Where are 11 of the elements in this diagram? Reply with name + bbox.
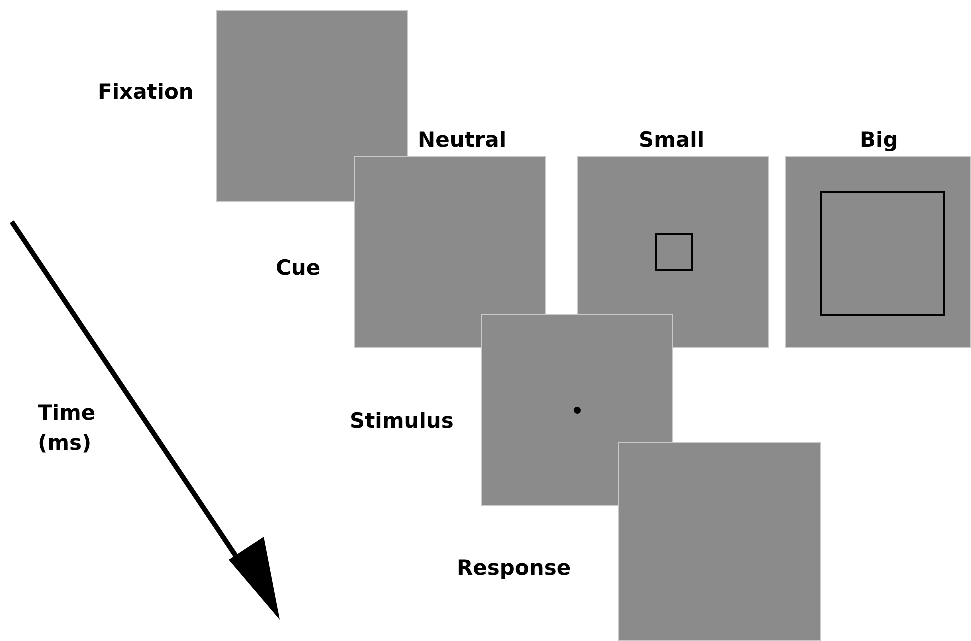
screen-label: Stimulus xyxy=(350,409,454,433)
fixation-dot xyxy=(574,407,581,414)
cue-frame xyxy=(820,191,945,316)
screen-heading: Small xyxy=(639,128,705,152)
axis-label: Time (ms) xyxy=(38,400,97,457)
screen-label: Fixation xyxy=(98,80,194,104)
screen-heading: Neutral xyxy=(418,128,507,152)
screen-heading: Big xyxy=(860,128,898,152)
cue-frame xyxy=(655,233,693,271)
axis-label: Cue xyxy=(276,256,321,280)
screen-label: Response xyxy=(457,556,572,580)
